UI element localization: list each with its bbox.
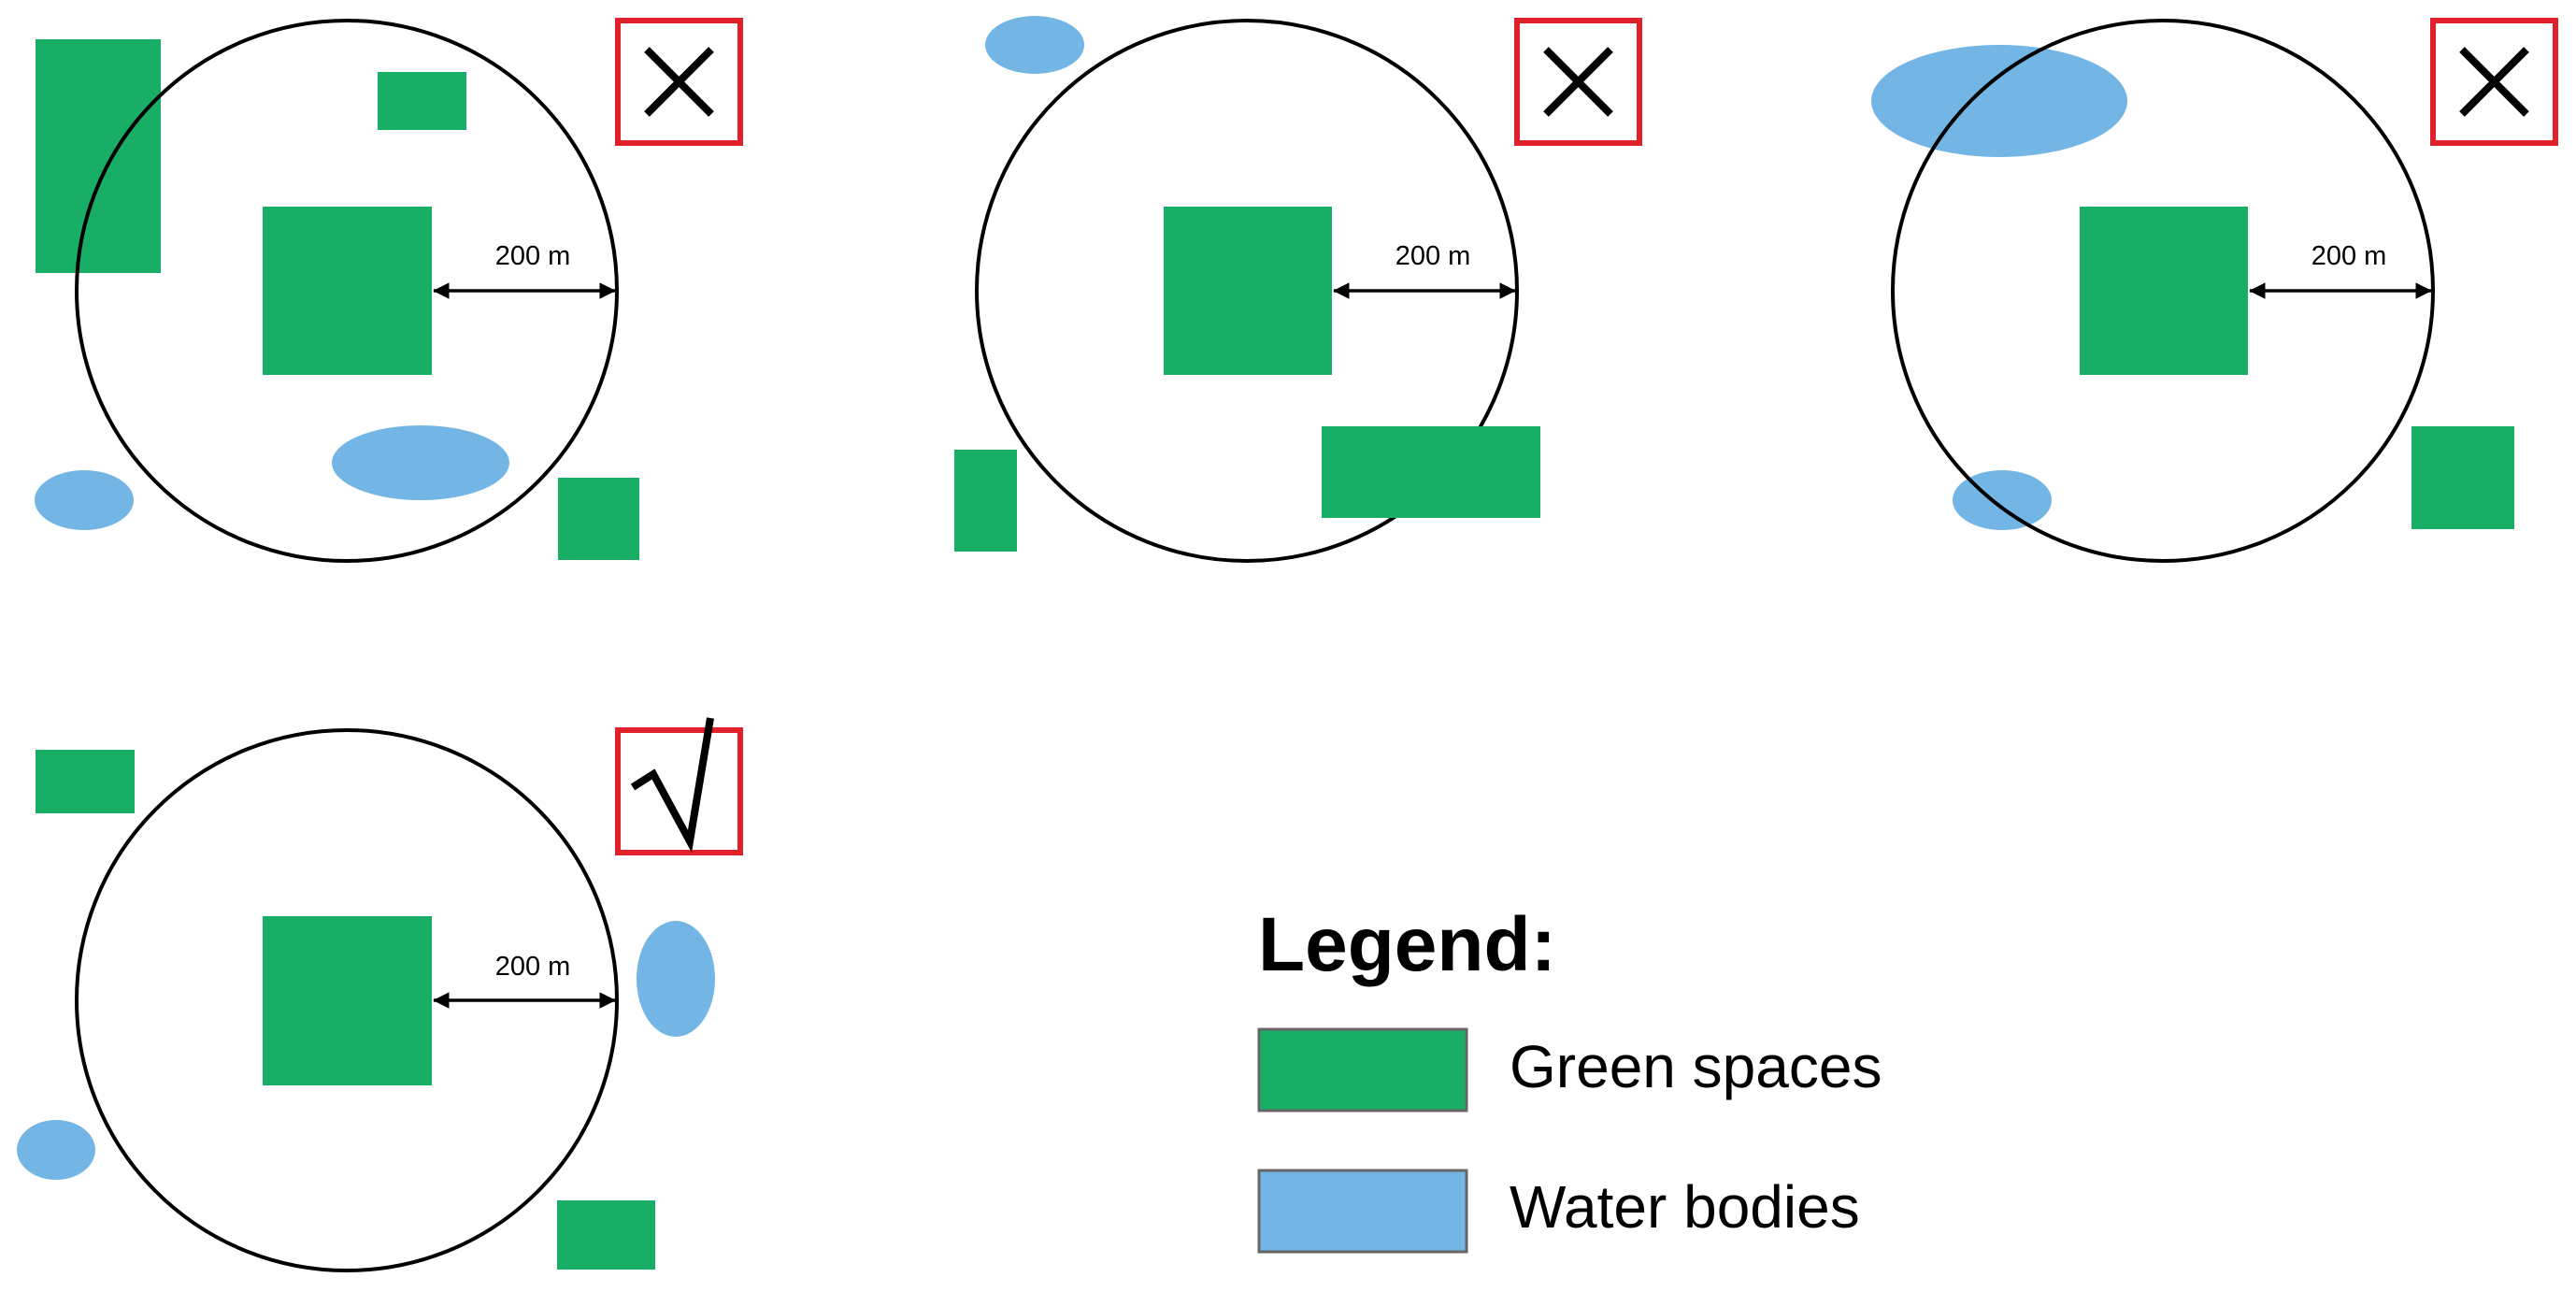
legend-item-green-spaces: Green spaces	[1257, 1027, 1882, 1113]
water-body	[637, 921, 715, 1037]
cross-icon	[1543, 47, 1613, 117]
central-green-space	[2080, 207, 2248, 375]
central-green-space	[1164, 207, 1332, 375]
verdict-box	[1514, 18, 1642, 146]
distance-label: 200 m	[2311, 241, 2387, 271]
legend-label: Water bodies	[1510, 1173, 1860, 1241]
legend: Legend: Green spaces Water bodies	[1257, 902, 1882, 1254]
green-space	[1322, 426, 1540, 518]
legend-label: Green spaces	[1510, 1033, 1882, 1100]
cross-icon	[2459, 47, 2529, 117]
verdict-box	[2430, 18, 2558, 146]
verdict-box	[615, 727, 743, 855]
water-body	[985, 16, 1084, 74]
water-body	[1871, 45, 2127, 157]
green-space	[36, 750, 135, 813]
green-space	[954, 450, 1017, 552]
verdict-box	[615, 18, 743, 146]
green-space	[378, 72, 466, 130]
central-green-space	[263, 916, 432, 1085]
legend-swatch-water	[1257, 1169, 1468, 1254]
green-space	[557, 1200, 655, 1270]
distance-label: 200 m	[495, 241, 571, 271]
water-body	[17, 1120, 95, 1180]
central-green-space	[263, 207, 432, 375]
panel-3: 200 m	[1871, 18, 2558, 563]
panel-1: 200 m	[35, 18, 743, 563]
water-body	[35, 470, 134, 530]
green-space	[558, 478, 639, 560]
buffer-circle	[75, 19, 619, 563]
legend-swatch-green	[1257, 1027, 1468, 1113]
distance-label: 200 m	[495, 952, 571, 982]
check-icon	[630, 717, 714, 854]
legend-item-water-bodies: Water bodies	[1257, 1169, 1860, 1254]
panel-4: 200 m	[17, 717, 743, 1272]
green-space	[36, 39, 161, 273]
buffer-circle	[975, 19, 1519, 563]
panel-2: 200 m	[954, 16, 1642, 563]
buffer-circle	[1891, 19, 2435, 563]
cross-icon	[644, 47, 714, 117]
legend-title: Legend:	[1258, 902, 1556, 987]
distance-label: 200 m	[1395, 241, 1471, 271]
green-space	[2411, 426, 2514, 529]
water-body	[332, 425, 509, 500]
buffer-circle	[75, 728, 619, 1272]
